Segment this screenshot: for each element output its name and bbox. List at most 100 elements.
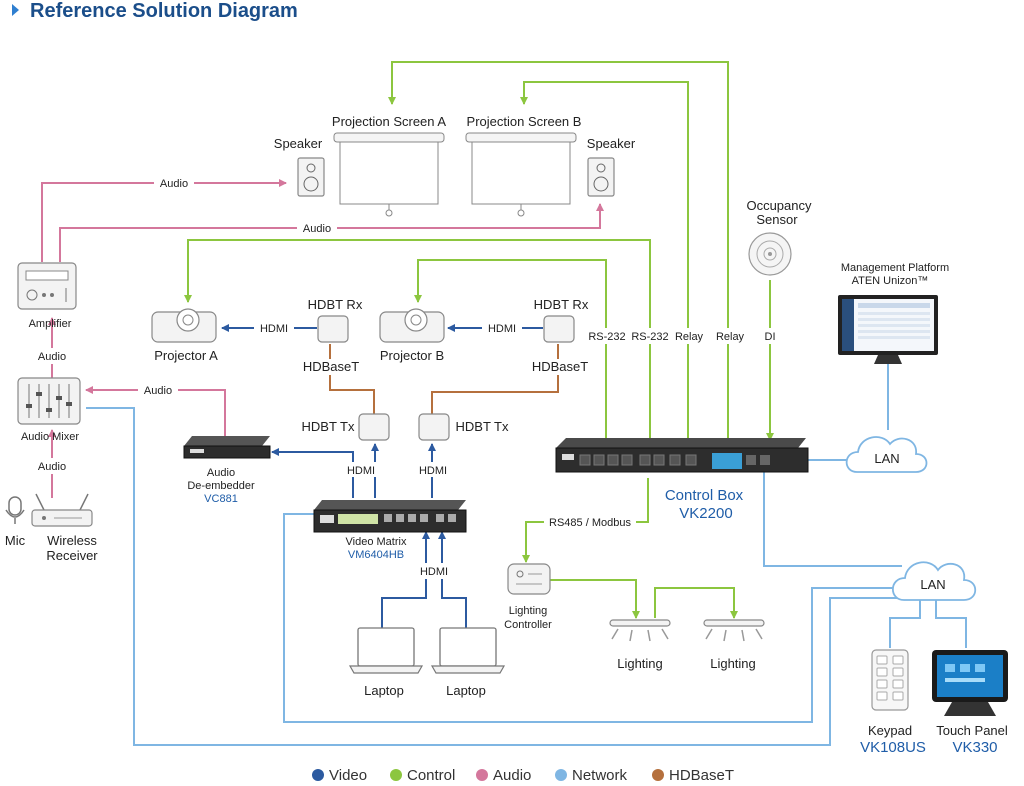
legend-swatch-audio (476, 769, 488, 781)
legend-swatch-video (312, 769, 324, 781)
audio-mixer-label: Audio Mixer (21, 431, 79, 443)
occupancy-label-2: Sensor (756, 212, 798, 227)
video-matrix-label: Video Matrix (346, 536, 407, 548)
legend-label-network: Network (572, 767, 628, 784)
conn-audio-receiver-mixer: Audio (38, 461, 66, 473)
legend-swatch-network (555, 769, 567, 781)
wireless-receiver-label-2: Receiver (46, 548, 98, 563)
lighting-right-icon (703, 619, 765, 642)
video-matrix-model: VM6404HB (348, 549, 404, 561)
laptop-left-icon (348, 627, 424, 674)
keypad-label: Keypad (868, 723, 912, 738)
hdbt-rx-b-label: HDBT Rx (534, 297, 589, 312)
conn-hdmi-matrix-out-2: HDMI (419, 465, 447, 477)
conn-hdmi-proj-a: HDMI (260, 323, 288, 335)
projection-screen-a-label: Projection Screen A (332, 114, 447, 129)
hdbt-rx-a (317, 315, 349, 343)
amplifier-label: Amplifier (29, 318, 72, 330)
hdbt-tx-b-label: HDBT Tx (456, 419, 509, 434)
header-title: Reference Solution Diagram (30, 0, 298, 22)
projector-b-label: Projector B (380, 348, 444, 363)
speaker-right-label: Speaker (587, 136, 636, 151)
projector-b-icon (379, 308, 445, 343)
laptop-left-label: Laptop (364, 683, 404, 698)
de-embedder-model: VC881 (204, 493, 238, 505)
management-label-1: Management Platform (841, 262, 949, 274)
speaker-right-icon (587, 157, 615, 197)
conn-relay-2: Relay (716, 331, 745, 343)
conn-hdmi-laptops: HDMI (420, 566, 448, 578)
conn-audio-deembed-mixer: Audio (144, 385, 172, 397)
touch-panel-label: Touch Panel (936, 723, 1008, 738)
lighting-controller-label-1: Lighting (509, 605, 548, 617)
lighting-left-icon (609, 619, 671, 642)
laptop-right-icon (430, 627, 506, 674)
lighting-controller-label-2: Controller (504, 619, 552, 631)
projector-a-icon (151, 308, 217, 343)
de-embedder-label-2: De-embedder (187, 480, 255, 492)
occupancy-sensor-icon (748, 232, 792, 276)
laptop-right-label: Laptop (446, 683, 486, 698)
legend-swatch-hdbaset (652, 769, 664, 781)
management-monitor (838, 295, 938, 364)
keypad-device (871, 649, 909, 711)
conn-relay-1: Relay (675, 331, 704, 343)
lan-cloud-lower (891, 561, 977, 601)
control-box-device (555, 438, 809, 473)
wireless-receiver-label-1: Wireless (47, 533, 97, 548)
conn-audio-speaker-a: Audio (160, 178, 188, 190)
conn-hdbaset-a: HDBaseT (303, 359, 359, 374)
wireless-receiver-icon (31, 493, 93, 527)
projection-screen-b (465, 132, 577, 217)
legend-label-control: Control (407, 767, 455, 784)
video-matrix-device (313, 500, 467, 533)
lan-cloud-upper (845, 436, 928, 473)
conn-rs232-1: RS-232 (588, 331, 625, 343)
de-embedder-label-1: Audio (207, 467, 235, 479)
hdbt-rx-b (543, 315, 575, 343)
legend: Video Control Audio Network HDBaseT (312, 767, 734, 784)
conn-di: DI (765, 331, 776, 343)
hdbt-tx-a (358, 413, 390, 441)
legend-swatch-control (390, 769, 402, 781)
video-wires (221, 324, 543, 628)
audio-de-embedder-device (183, 436, 271, 459)
conn-hdbaset-b: HDBaseT (532, 359, 588, 374)
legend-label-video: Video (329, 767, 367, 784)
speaker-left-icon (297, 157, 325, 197)
conn-hdmi-proj-b: HDMI (488, 323, 516, 335)
occupancy-label-1: Occupancy (746, 198, 812, 213)
lan-lower-label: LAN (920, 577, 945, 592)
amplifier-icon (17, 262, 77, 310)
control-box-model: VK2200 (679, 505, 732, 522)
conn-audio-mixer-amp: Audio (38, 351, 66, 363)
hdbt-tx-b (418, 413, 450, 441)
control-box-label: Control Box (665, 487, 744, 504)
lighting-controller-icon (507, 563, 551, 595)
projection-screen-a (333, 132, 445, 217)
conn-hdmi-matrix-out-1: HDMI (347, 465, 375, 477)
conn-rs232-2: RS-232 (631, 331, 668, 343)
management-label-2: ATEN Unizon™ (852, 275, 929, 287)
lighting-left-label: Lighting (617, 656, 663, 671)
legend-label-audio: Audio (493, 767, 531, 784)
hdbt-tx-a-label: HDBT Tx (302, 419, 355, 434)
projector-a-label: Projector A (154, 348, 218, 363)
speaker-left-label: Speaker (274, 136, 323, 151)
conn-audio-speaker-b: Audio (303, 223, 331, 235)
mic-label: Mic (5, 533, 26, 548)
mic-icon (5, 496, 25, 524)
lighting-right-label: Lighting (710, 656, 756, 671)
legend-label-hdbaset: HDBaseT (669, 767, 734, 784)
keypad-model: VK108US (860, 739, 926, 756)
lan-upper-label: LAN (874, 451, 899, 466)
audio-mixer-icon (17, 377, 81, 425)
touch-panel-device (932, 650, 1008, 716)
touch-panel-model: VK330 (952, 739, 997, 756)
header-triangle-icon (12, 4, 19, 16)
hdbt-rx-a-label: HDBT Rx (308, 297, 363, 312)
projection-screen-b-label: Projection Screen B (467, 114, 582, 129)
conn-rs485: RS485 / Modbus (549, 517, 631, 529)
network-wires (86, 364, 967, 746)
